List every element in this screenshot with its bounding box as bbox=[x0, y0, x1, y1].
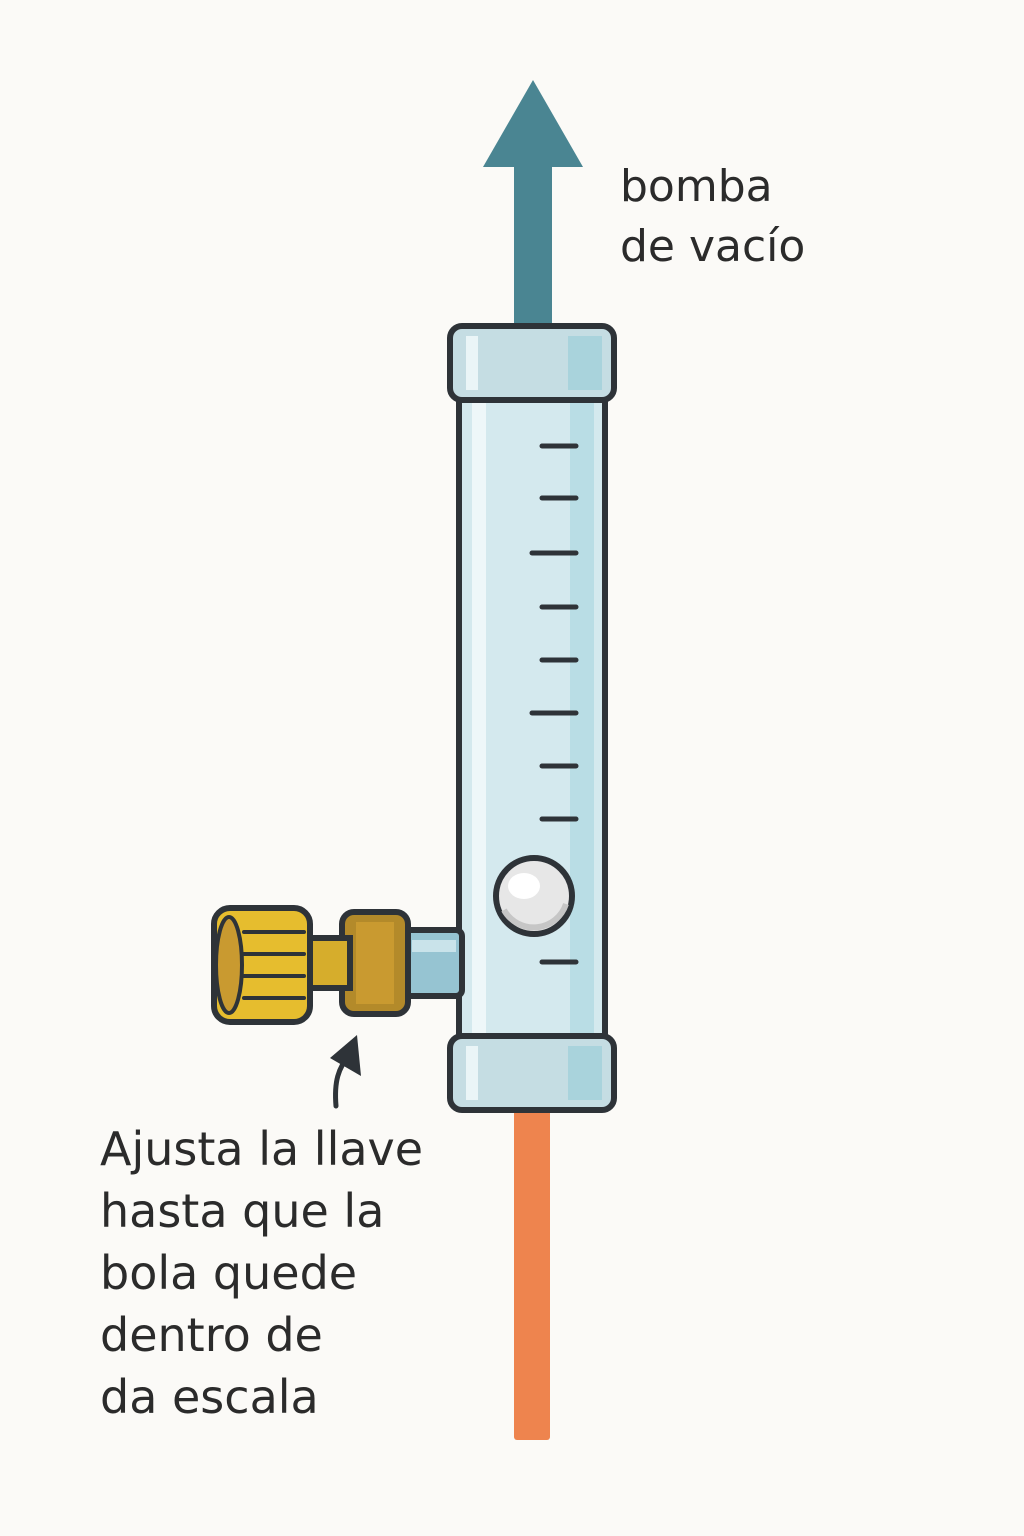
inlet-hose bbox=[514, 1100, 550, 1440]
valve-nut bbox=[339, 909, 411, 1017]
vacuum-pump-label: bomba de vacío bbox=[620, 161, 806, 272]
float-ball bbox=[493, 855, 575, 937]
flowmeter-tube bbox=[456, 389, 608, 1051]
valve-connector bbox=[401, 927, 465, 999]
pointer-arrow bbox=[330, 1035, 361, 1109]
bottom-cap bbox=[447, 1033, 617, 1113]
scale-ticks bbox=[529, 443, 579, 965]
valve-knob-icon[interactable] bbox=[211, 905, 313, 1025]
instruction-label: Ajusta la llave hasta que la bola quede … bbox=[100, 1122, 424, 1424]
vacuum-flow-arrow bbox=[483, 80, 583, 335]
top-cap bbox=[447, 323, 617, 403]
